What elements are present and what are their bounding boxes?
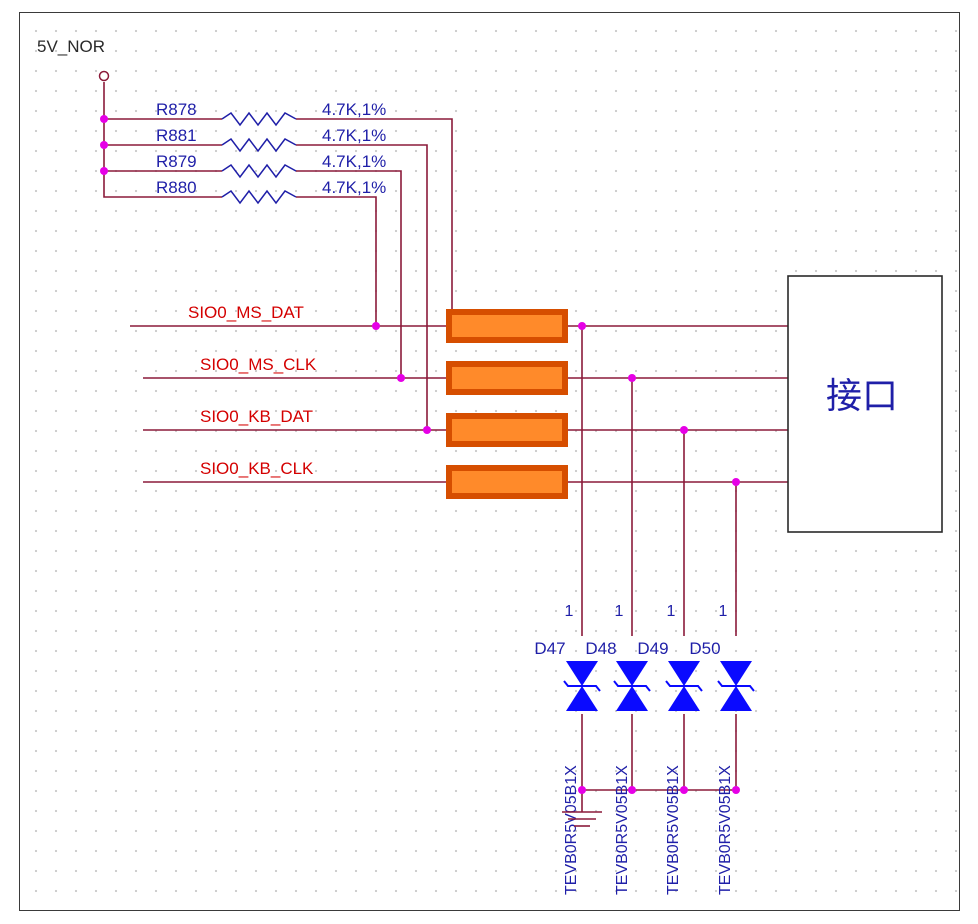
junctions	[100, 115, 740, 794]
junction-dot	[423, 426, 431, 434]
power-net-label: 5V_NOR	[37, 37, 105, 56]
diode-d47: 1 D47 TEVB0R5V05B1X	[534, 603, 601, 895]
diode-d48: 1 D48 TEVB0R5V05B1X	[585, 603, 651, 895]
resistor-ref: R879	[156, 152, 197, 171]
resistor-r878: R878 4.7K,1%	[156, 100, 386, 127]
resistor-r880: R880 4.7K,1%	[156, 178, 386, 205]
r881-wire-right	[296, 144, 428, 430]
diode-part-number: TEVB0R5V05B1X	[717, 765, 734, 895]
tvs-diode-icon	[563, 661, 601, 711]
junction-dot	[680, 786, 688, 794]
diode-pin-number: 1	[565, 603, 574, 620]
tvs-diodes: 1 D47 TEVB0R5V05B1X 1 D48 TEVB0R5V05B1X …	[534, 603, 755, 895]
diode-d49: 1 D49 TEVB0R5V05B1X	[637, 603, 703, 895]
connector-block: 接口	[787, 275, 943, 533]
ferrite-bead	[446, 465, 568, 499]
resistor-ref: R878	[156, 100, 197, 119]
r880-wire-right	[296, 196, 377, 326]
diode-part-number: TEVB0R5V05B1X	[563, 765, 580, 895]
diode-d50: 1 D50 TEVB0R5V05B1X	[689, 603, 755, 895]
diode-part-number: TEVB0R5V05B1X	[614, 765, 631, 895]
resistor-zigzag-icon	[221, 163, 297, 179]
r878-wire-right	[296, 118, 453, 316]
diode-pin-number: 1	[615, 603, 624, 620]
junction-dot	[732, 786, 740, 794]
ferrite-bead	[446, 309, 568, 343]
junction-dot	[680, 426, 688, 434]
tvs-diode-icon	[613, 661, 651, 711]
resistor-value: 4.7K,1%	[322, 178, 386, 197]
diode-part-number: TEVB0R5V05B1X	[665, 765, 682, 895]
resistor-zigzag-icon	[221, 137, 297, 153]
junction-dot	[628, 786, 636, 794]
resistor-ref: R880	[156, 178, 197, 197]
junction-dot	[100, 141, 108, 149]
r879-wire-right	[296, 170, 402, 378]
resistor-r881: R881 4.7K,1%	[156, 126, 386, 153]
diode-ref: D47	[534, 639, 565, 658]
signal-label-ms-dat: SIO0_MS_DAT	[188, 303, 304, 322]
connector-body	[787, 275, 943, 533]
power-symbol: 5V_NOR	[37, 37, 110, 82]
ground-icon	[562, 811, 602, 827]
resistor-zigzag-icon	[221, 189, 297, 205]
junction-dot	[100, 167, 108, 175]
power-port-icon	[98, 70, 110, 82]
junction-dot	[628, 374, 636, 382]
junction-dot	[732, 478, 740, 486]
junction-dot	[100, 115, 108, 123]
diode-ref: D48	[585, 639, 616, 658]
resistor-value: 4.7K,1%	[322, 152, 386, 171]
diode-pin-number: 1	[667, 603, 676, 620]
tvs-diode-icon	[717, 661, 755, 711]
resistor-zigzag-icon	[221, 111, 297, 127]
junction-dot	[578, 322, 586, 330]
resistor-value: 4.7K,1%	[322, 126, 386, 145]
signal-label-kb-dat: SIO0_KB_DAT	[200, 407, 313, 426]
ferrite-bead	[446, 413, 568, 447]
junction-dot	[578, 786, 586, 794]
wires	[103, 82, 788, 812]
ferrite-beads	[446, 309, 568, 499]
resistor-ref: R881	[156, 126, 197, 145]
resistor-value: 4.7K,1%	[322, 100, 386, 119]
signal-label-ms-clk: SIO0_MS_CLK	[200, 355, 317, 374]
r880-wire-left	[103, 171, 222, 198]
signal-labels: SIO0_MS_DAT SIO0_MS_CLK SIO0_KB_DAT SIO0…	[188, 303, 317, 478]
resistor-r879: R879 4.7K,1%	[156, 152, 386, 179]
junction-dot	[372, 322, 380, 330]
diode-pin-number: 1	[719, 603, 728, 620]
diode-ref: D49	[637, 639, 668, 658]
junction-dot	[397, 374, 405, 382]
tvs-diode-icon	[665, 661, 703, 711]
resistor-network: R878 4.7K,1% R881 4.7K,1% R879 4.7K,1% R…	[156, 100, 386, 205]
diode-ref: D50	[689, 639, 720, 658]
connector-label: 接口	[826, 376, 898, 417]
ferrite-bead	[446, 361, 568, 395]
signal-label-kb-clk: SIO0_KB_CLK	[200, 459, 314, 478]
